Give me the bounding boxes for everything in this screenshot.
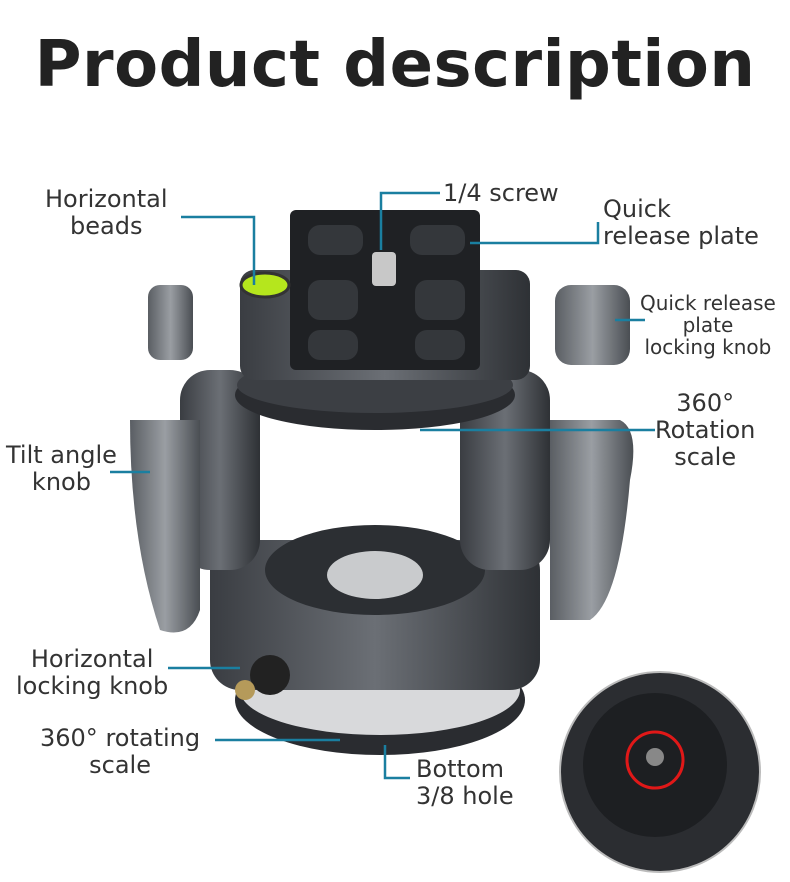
label-line: plate: [682, 313, 734, 337]
label-line: Rotation: [655, 416, 756, 444]
label-line: 360° rotating: [40, 724, 201, 752]
label-line: scale: [89, 751, 151, 779]
label-line: Tilt angle: [6, 441, 117, 469]
label-line: locking knob: [644, 335, 772, 359]
callout-lines: [110, 191, 655, 780]
label-line: Quick release: [640, 291, 776, 315]
label-line: release plate: [603, 222, 759, 250]
label-line: 3/8 hole: [416, 782, 514, 810]
label-tilt-knob: Tilt angle knob: [6, 442, 117, 496]
label-screw: 1/4 screw: [443, 179, 559, 207]
label-rotating-scale: 360° rotating scale: [40, 725, 200, 779]
label-line: scale: [674, 443, 737, 471]
label-plate-locking-knob: Quick release plate locking knob: [640, 292, 776, 358]
screw: [372, 252, 396, 286]
tilt-knob: [130, 420, 200, 633]
label-horizontal-locking-knob: Horizontal locking knob: [16, 646, 168, 700]
label-quick-release-plate: Quick release plate: [603, 196, 759, 250]
label-rotation-scale: 360° Rotation scale: [655, 390, 755, 471]
right-lever: [550, 420, 634, 620]
label-line: 360°: [676, 389, 735, 417]
bubble-level: [239, 271, 291, 299]
label-line: beads: [70, 212, 143, 240]
label-line: Horizontal: [45, 185, 168, 213]
bottom-hole: [646, 748, 664, 766]
label-bottom-hole: Bottom 3/8 hole: [416, 756, 514, 810]
page-title: Product description: [34, 28, 756, 102]
label-line: knob: [31, 468, 91, 496]
horizontal-locking-knob: [250, 655, 290, 695]
label-line: locking knob: [16, 672, 169, 700]
right-arm: [460, 370, 550, 570]
left-lever: [148, 285, 193, 360]
plate-locking-knob: [555, 285, 630, 365]
label-line: Horizontal: [30, 645, 154, 673]
label-line: Quick: [603, 195, 671, 223]
label-horizontal-beads: Horizontal beads: [45, 186, 168, 240]
label-line: Bottom: [416, 755, 505, 783]
